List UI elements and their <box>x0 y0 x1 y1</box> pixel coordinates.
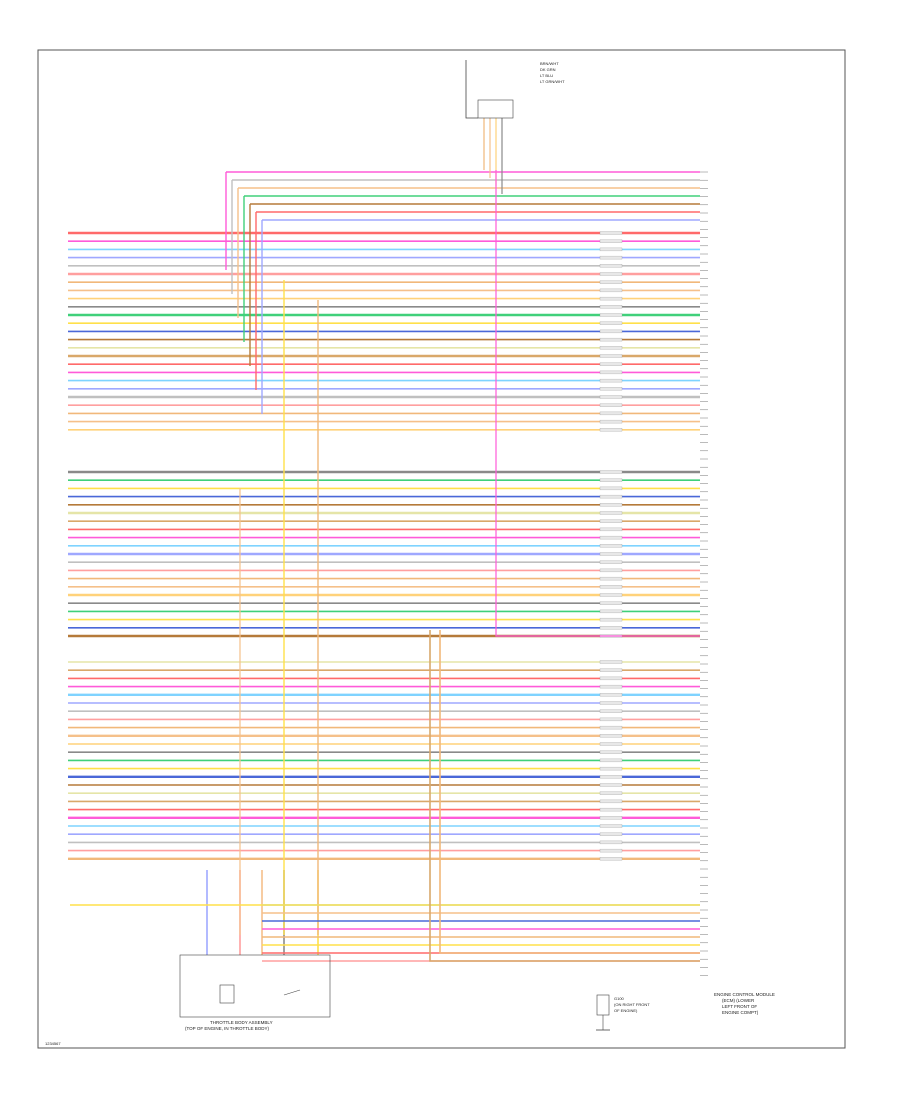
wire-label-stub-28 <box>599 494 623 499</box>
wire-label-stub-32 <box>599 527 623 532</box>
wire-label-stub-43 <box>599 617 623 622</box>
wire-label-stub-30 <box>599 511 623 515</box>
wire-label-stub-49 <box>599 684 623 689</box>
wire-label-stub-16 <box>599 362 623 366</box>
wire-label-stub-29 <box>599 503 623 507</box>
wire-label-stub-5 <box>599 272 623 276</box>
wire-label-stub-1 <box>599 239 623 243</box>
wire-label-stub-40 <box>599 593 623 597</box>
wire-label-stub-38 <box>599 576 623 581</box>
wire-label-stub-62 <box>599 791 623 795</box>
wire-label-stub-53 <box>599 717 623 722</box>
wire-label-stub-68 <box>599 840 623 845</box>
wire-label-stub-57 <box>599 750 623 754</box>
wire-label-stub-8 <box>599 296 623 301</box>
wire-label-stub-11 <box>599 321 623 325</box>
wire-label-stub-6 <box>599 280 623 284</box>
wire-label-stub-34 <box>599 544 623 548</box>
wire-label-stub-60 <box>599 775 623 779</box>
wire-label-stub-66 <box>599 824 623 828</box>
top-connector-label-4: LT GRN/WHT <box>540 79 565 84</box>
wire-label-stub-3 <box>599 255 623 260</box>
wire-label-stub-7 <box>599 288 623 293</box>
ecm-caption-2: (ECM) (LOWER <box>722 998 755 1003</box>
wire-label-stub-56 <box>599 742 623 746</box>
wire-label-stub-26 <box>599 478 623 482</box>
ground-caption-3: OF ENGINE) <box>614 1008 638 1013</box>
ecm-caption-4: ENGINE COMPT) <box>722 1010 759 1015</box>
wire-label-stub-47 <box>599 668 623 672</box>
connector-run-pink <box>495 170 700 637</box>
wire-label-stub-25 <box>599 470 623 474</box>
top-connector-label-1: BRN/WHT <box>540 61 559 66</box>
wire-label-stub-61 <box>599 783 623 787</box>
footer-code: 1234567 <box>45 1041 61 1046</box>
top-connector: BRN/WHT DK GRN LT BLU LT GRN/WHT <box>465 60 565 119</box>
wire-label-stub-24 <box>599 428 623 432</box>
wire-label-stub-17 <box>599 370 623 375</box>
wire-label-stub-63 <box>599 799 623 804</box>
wire-label-stub-35 <box>599 552 623 556</box>
wire-label-stub-42 <box>599 609 623 614</box>
wire-label-stub-13 <box>599 337 623 342</box>
wire-label-stub-33 <box>599 535 623 540</box>
wire-label-stub-59 <box>599 766 623 771</box>
wire-label-stub-23 <box>599 419 623 424</box>
wire-label-stub-41 <box>599 601 623 605</box>
wire-label-stub-55 <box>599 734 623 738</box>
top-connector-label-3: LT BLU <box>540 73 553 78</box>
throttle-caption-2: (TOP OF ENGINE, IN THROTTLE BODY) <box>185 1026 270 1031</box>
wire-label-stub-0 <box>599 231 623 235</box>
diagram-border <box>37 49 846 1049</box>
wire-label-stub-50 <box>599 693 623 697</box>
ecm-caption: ENGINE CONTROL MODULE (ECM) (LOWER LEFT … <box>714 992 775 1015</box>
wire-label-stub-65 <box>599 816 623 820</box>
wire-label-stub-18 <box>599 378 623 383</box>
ground-g100: G100 (ON RIGHT FRONT OF ENGINE) <box>596 994 650 1031</box>
wire-label-stub-70 <box>599 857 623 861</box>
ecm-return-tan <box>429 630 700 962</box>
wire-label-stub-15 <box>599 354 623 358</box>
wire-label-stub-14 <box>599 346 623 350</box>
wire-label-stub-31 <box>599 519 623 523</box>
wire-label-stub-67 <box>599 832 623 836</box>
wire-label-stub-52 <box>599 709 623 713</box>
wire-label-stub-36 <box>599 560 623 564</box>
wire-label-stub-58 <box>599 758 623 763</box>
wire-label-stub-2 <box>599 247 623 252</box>
wire-layer <box>68 118 708 976</box>
wire-label-stub-64 <box>599 807 623 812</box>
ground-caption-2: (ON RIGHT FRONT <box>614 1002 650 1007</box>
wire-label-stub-39 <box>599 585 623 589</box>
wire-label-stub-46 <box>599 660 623 664</box>
wire-label-stub-37 <box>599 568 623 573</box>
ground-caption-1: G100 <box>614 996 625 1001</box>
wire-label-stub-12 <box>599 329 623 334</box>
top-connector-label-2: DK GRN <box>540 67 556 72</box>
wire-label-stub-48 <box>599 676 623 681</box>
wire-label-stub-27 <box>599 486 623 491</box>
wire-label-stub-19 <box>599 387 623 391</box>
wire-label-stub-44 <box>599 626 623 630</box>
ecm-caption-3: LEFT FRONT OF <box>722 1004 757 1009</box>
wire-label-stub-21 <box>599 403 623 407</box>
ecm-return-orange <box>439 630 700 954</box>
wire-label-stub-9 <box>599 305 623 309</box>
wire-label-stub-22 <box>599 411 623 416</box>
wire-label-stub-20 <box>599 395 623 399</box>
wire-label-stub-54 <box>599 725 623 730</box>
ecm-caption-1: ENGINE CONTROL MODULE <box>714 992 775 997</box>
throttle-body: THROTTLE BODY ASSEMBLY (TOP OF ENGINE, I… <box>179 954 331 1031</box>
wire-label-stub-69 <box>599 848 623 853</box>
wire-label-stub-51 <box>599 701 623 705</box>
throttle-caption-1: THROTTLE BODY ASSEMBLY <box>210 1020 273 1025</box>
wire-label-stub-10 <box>599 313 623 317</box>
wire-label-stub-4 <box>599 264 623 268</box>
